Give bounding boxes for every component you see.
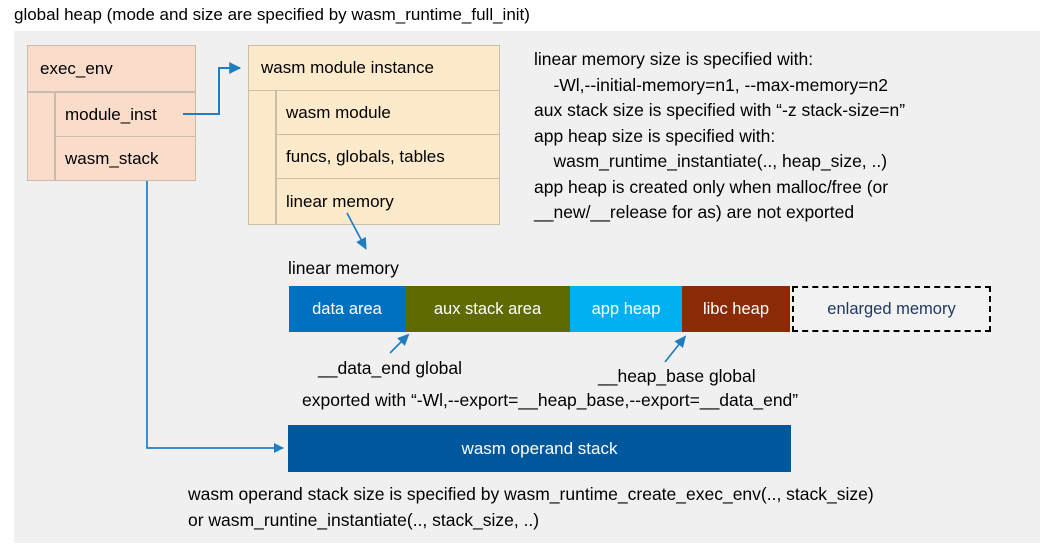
memory-segment-label: enlarged memory — [827, 299, 956, 318]
data-end-annotation: __data_end global — [318, 358, 463, 378]
wasm-operand-stack-bar: wasm operand stack — [288, 425, 791, 472]
module-instance-row-wasm-module-label: wasm module — [286, 102, 391, 122]
module-instance-indent-column — [248, 90, 276, 225]
heap-base-annotation: __heap_base global — [598, 366, 756, 386]
linear-memory-bar-label: linear memory — [288, 258, 399, 278]
exec-env-row-module-inst: module_inst — [55, 92, 196, 137]
exec-env-header: exec_env — [27, 45, 196, 92]
linear-memory-bar: data area aux stack area app heap libc heap… — [289, 286, 991, 332]
module-instance-row-funcs-globals-tables: funcs, globals, tables — [276, 134, 500, 179]
exec-env-row-module-inst-label: module_inst — [65, 104, 157, 124]
memory-segment-aux-stack-area: aux stack area — [405, 286, 570, 332]
memory-segment-app-heap: app heap — [570, 286, 682, 332]
operand-stack-info-text: wasm operand stack size is specified by … — [188, 484, 874, 530]
exported-with-annotation: exported with “-Wl,--export=__heap_base,… — [302, 390, 799, 410]
linear-memory-info-text: linear memory size is specified with: -W… — [534, 49, 906, 222]
module-instance-row-linear-memory-label: linear memory — [286, 191, 394, 211]
module-instance-row-wasm-module: wasm module — [276, 90, 500, 135]
module-instance-header: wasm module instance — [248, 45, 500, 91]
module-instance-header-label: wasm module instance — [261, 58, 434, 77]
memory-segment-label: libc heap — [702, 299, 770, 318]
exec-env-header-label: exec_env — [40, 58, 113, 78]
exec-env-indent-column — [27, 92, 55, 181]
memory-segment-label: data area — [312, 299, 382, 318]
wasm-operand-stack-label: wasm operand stack — [461, 438, 618, 458]
memory-segment-libc-heap: libc heap — [682, 286, 790, 332]
page-title: global heap (mode and size are specified… — [14, 5, 530, 24]
memory-segment-label: aux stack area — [433, 299, 542, 318]
memory-segment-data-area: data area — [289, 286, 405, 332]
memory-segment-enlarged-memory: enlarged memory — [792, 286, 991, 332]
exec-env-row-wasm-stack-label: wasm_stack — [65, 148, 159, 168]
module-instance-row-linear-memory: linear memory — [276, 178, 500, 225]
module-instance-row-funcs-globals-tables-label: funcs, globals, tables — [286, 146, 445, 166]
memory-segment-label: app heap — [591, 299, 661, 318]
exec-env-row-wasm-stack: wasm_stack — [55, 136, 196, 181]
